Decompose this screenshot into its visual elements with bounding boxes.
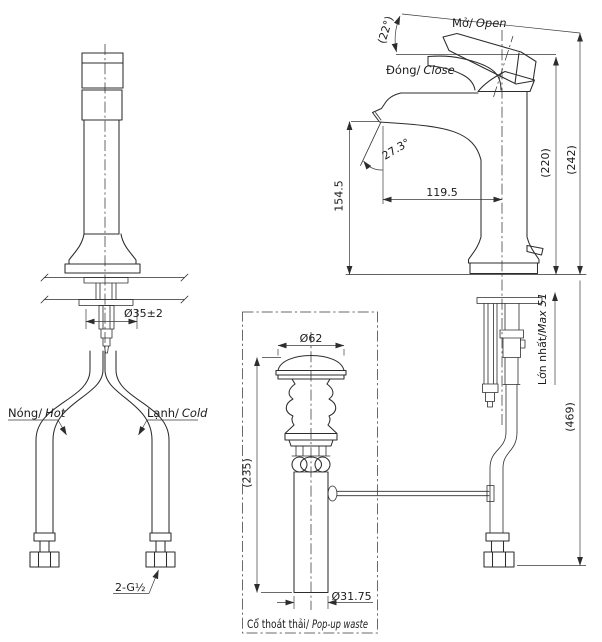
front-body-column [83, 119, 120, 235]
front-mounting-hardware [78, 277, 134, 306]
coupling-lobe-right [314, 456, 331, 473]
waste-body-profile [285, 383, 337, 426]
side-body-and-spout [371, 90, 528, 238]
dim-mount-hole-dia: Ø35±2 [124, 307, 163, 320]
hose-right-outer [115, 350, 170, 534]
front-neck [81, 89, 123, 121]
side-base-plate [469, 262, 539, 275]
front-base-plate [64, 263, 141, 274]
dim-spout-height: 154.5 [333, 180, 346, 212]
side-base-flare [467, 236, 540, 264]
hose-left-outer [35, 350, 91, 534]
coupling-lobe-left [291, 456, 308, 473]
popup-rod-knob [526, 244, 544, 256]
label-cold: Lạnh/Cold [147, 406, 208, 420]
waste-height-extension-lines [261, 357, 292, 593]
dim-waste-pipe-dia: Ø31.75 [332, 590, 372, 603]
dim-stream-angle: 27.3° [380, 136, 412, 163]
cold-leader-line [138, 419, 148, 436]
side-hose-nut [483, 532, 515, 568]
thread-leader-line [148, 569, 159, 594]
waste-cap [275, 354, 347, 385]
stream-angle-arc [363, 160, 383, 171]
counter-section-lines [40, 273, 189, 304]
detail-border-box [242, 311, 378, 634]
front-threaded-shank [98, 305, 115, 354]
label-thread-spec: 2-G½ [115, 581, 146, 594]
side-hose-fitting [499, 303, 526, 433]
front-view: Ø35±2 Nóng/Hot Lạnh/Cold 2-G½ [8, 44, 208, 594]
dim-waste-cap-dia: Ø62 [300, 332, 323, 345]
handle-closed-position [427, 55, 502, 91]
label-hot: Nóng/Hot [8, 406, 66, 420]
popup-waste-detail: Ø62 (235) Ø31.75 Cổ thoát thải/Pop-up wa… [241, 311, 378, 634]
label-close: Đóng/Close [386, 63, 455, 77]
front-handle [81, 52, 124, 89]
waste-neck [291, 445, 331, 473]
hose-left-inner [52, 350, 104, 534]
handle-open-position [442, 32, 537, 85]
hose-right-nut [145, 532, 176, 568]
open-handle-axis [493, 35, 514, 98]
popup-lift-rod [336, 485, 495, 502]
label-popup-waste: Cổ thoát thải/Pop-up waste [247, 617, 368, 631]
label-open: Mở/Open [452, 16, 507, 30]
dim-height-closed: (220) [539, 148, 552, 178]
front-base-flare [68, 233, 137, 265]
side-threaded-shank [482, 303, 499, 408]
hot-leader-line [57, 419, 67, 436]
dim-height-open: (242) [565, 145, 578, 175]
handle-pivot-base [477, 70, 536, 93]
dim-handle-open-angle: (22°) [375, 15, 396, 46]
spout-aerator-line [375, 112, 382, 121]
coupling-lobe-center [299, 456, 323, 473]
rod-ball-joint [327, 485, 338, 502]
dim-below-counter-length: (469) [564, 402, 577, 432]
hose-right-inner [104, 350, 153, 534]
dim-waste-height: (235) [241, 458, 254, 488]
handle-angle-extension-lines [396, 13, 581, 55]
hose-left-nut [29, 532, 60, 568]
label-max-counter: Lớn nhất/Max 51 [536, 293, 549, 385]
water-stream-line [360, 121, 382, 166]
side-hose-bend [489, 431, 518, 534]
side-mounting-washer [476, 297, 543, 304]
cap-dia-extension-lines [277, 349, 345, 356]
side-view: (22°) Mở/Open Đóng/Close 27.3° (242) (22… [333, 13, 587, 568]
dim-spout-reach: 119.5 [426, 186, 458, 199]
handle-angle-arc [391, 15, 401, 53]
waste-flange [284, 424, 338, 447]
